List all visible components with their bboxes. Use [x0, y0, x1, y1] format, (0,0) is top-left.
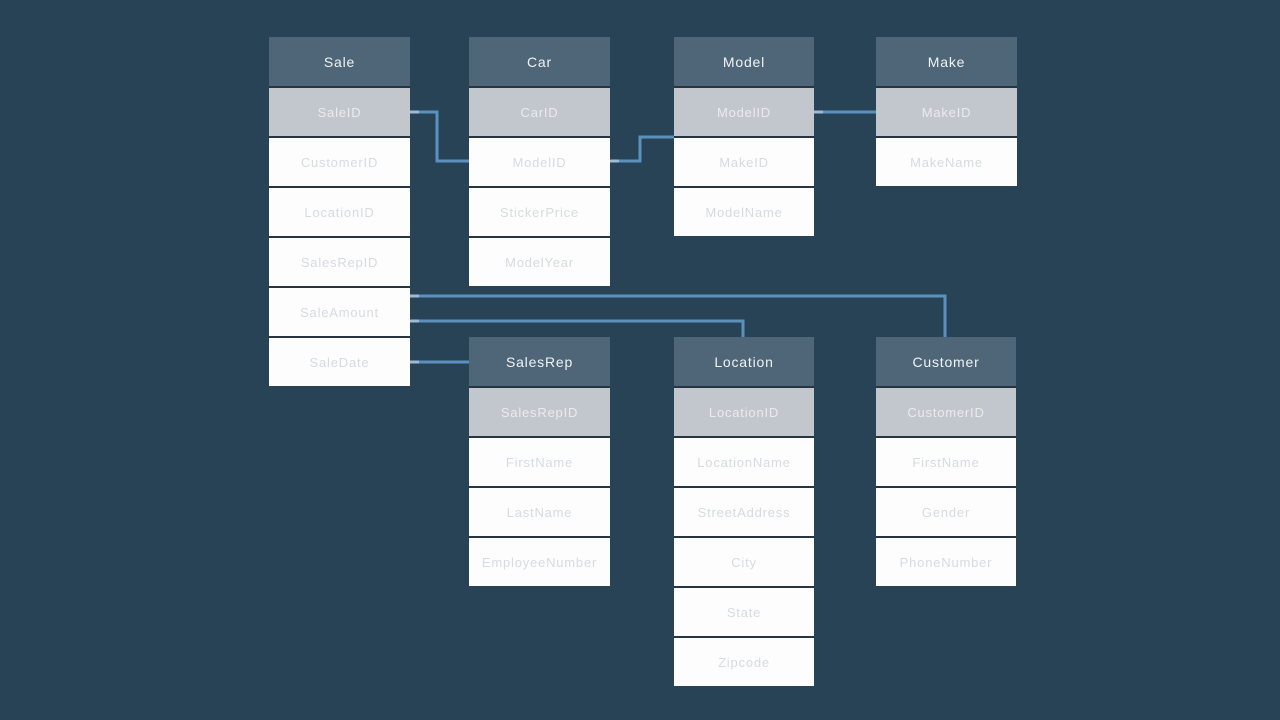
table-car-title: Car	[469, 37, 610, 86]
connector-sale-to-location	[410, 319, 745, 338]
field-row-streetaddress: StreetAddress	[674, 488, 814, 536]
table-salesrep-title: SalesRep	[469, 337, 610, 386]
field-row-locationid: LocationID	[674, 388, 814, 436]
connector-sale-to-customer	[410, 294, 947, 338]
field-row-makeid: MakeID	[674, 138, 814, 186]
table-sale-title: Sale	[269, 37, 410, 86]
field-row-phonenumber: PhoneNumber	[876, 538, 1016, 586]
field-row-saleamount: SaleAmount	[269, 288, 410, 336]
field-row-modelid: ModelID	[469, 138, 610, 186]
table-location-title: Location	[674, 337, 814, 386]
field-row-makename: MakeName	[876, 138, 1017, 186]
field-row-employeenumber: EmployeeNumber	[469, 538, 610, 586]
field-row-zipcode: Zipcode	[674, 638, 814, 686]
field-row-carid: CarID	[469, 88, 610, 136]
field-row-stickerprice: StickerPrice	[469, 188, 610, 236]
field-row-locationname: LocationName	[674, 438, 814, 486]
field-row-locationid: LocationID	[269, 188, 410, 236]
field-row-customerid: CustomerID	[269, 138, 410, 186]
field-row-modelid: ModelID	[674, 88, 814, 136]
field-row-saledate: SaleDate	[269, 338, 410, 386]
field-row-state: State	[674, 588, 814, 636]
table-model-title: Model	[674, 37, 814, 86]
connector-car-modelid-to-model-modelid	[610, 135, 674, 163]
field-row-salesrepid: SalesRepID	[469, 388, 610, 436]
field-row-firstname: FirstName	[876, 438, 1016, 486]
field-row-saleid: SaleID	[269, 88, 410, 136]
field-row-city: City	[674, 538, 814, 586]
field-row-lastname: LastName	[469, 488, 610, 536]
field-row-makeid: MakeID	[876, 88, 1017, 136]
table-make-title: Make	[876, 37, 1017, 86]
table-customer-title: Customer	[876, 337, 1016, 386]
connector-sale-saleid-to-car-modelid	[410, 110, 469, 163]
field-row-salesrepid: SalesRepID	[269, 238, 410, 286]
field-row-gender: Gender	[876, 488, 1016, 536]
field-row-modelyear: ModelYear	[469, 238, 610, 286]
field-row-firstname: FirstName	[469, 438, 610, 486]
field-row-customerid: CustomerID	[876, 388, 1016, 436]
field-row-modelname: ModelName	[674, 188, 814, 236]
